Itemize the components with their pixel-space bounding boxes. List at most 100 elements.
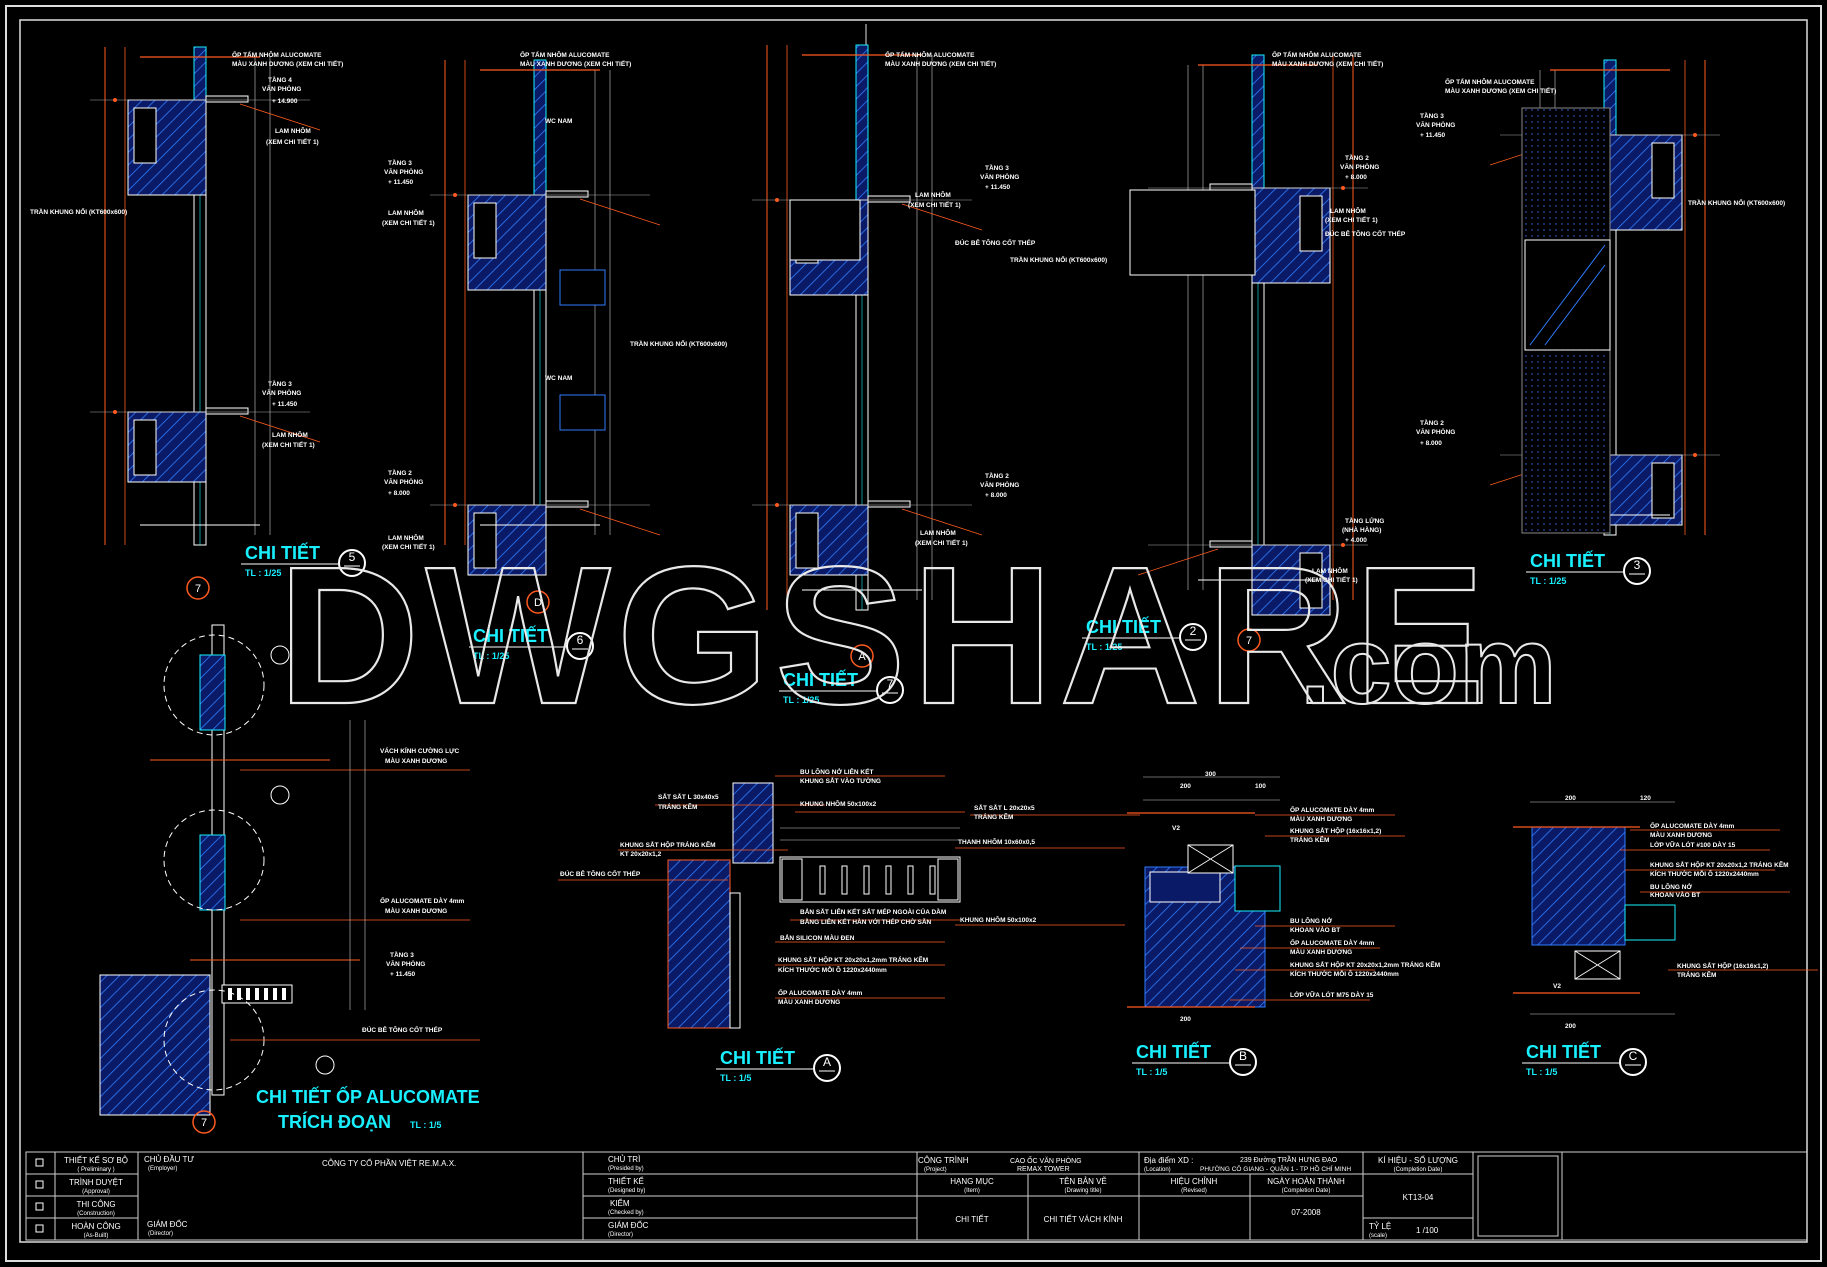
steel-frame: [729, 892, 741, 1029]
alucomate-cladding: [1251, 54, 1265, 189]
watermark-main: DWGSHARE: [278, 526, 1491, 745]
phase-sub: (As-Built): [84, 1233, 109, 1239]
detail-title: CHI TIẾT: [473, 625, 548, 646]
annotation-label: (XEM CHI TIẾT 1): [1325, 214, 1378, 224]
checkbox-preliminary[interactable]: [35, 1158, 44, 1167]
detail-scale: TL : 1/25: [1086, 642, 1122, 652]
leader-line: [1137, 548, 1219, 576]
annotation-label: MÀU XANH DƯƠNG (XEM CHI TIẾT): [520, 58, 631, 68]
scale-value: 1 /100: [1416, 1226, 1439, 1235]
item-label: HẠNG MỤC: [950, 1177, 994, 1186]
location-line2: PHƯỜNG CÔ GIANG - QUẬN 1 - TP HỒ CHÍ MIN…: [1200, 1163, 1351, 1173]
aluminium-louver: [205, 407, 249, 415]
grid-axis-label: A: [858, 651, 866, 663]
employer-director-label: GIÁM ĐỐC: [147, 1219, 188, 1229]
ceiling-frame: [789, 199, 861, 261]
leader-line: [239, 415, 321, 443]
checkbox-as-built[interactable]: [35, 1224, 44, 1233]
callout-marker: [270, 645, 290, 665]
louver-blade: [273, 988, 277, 1000]
employer-label: CHỦ ĐẦU TƯ: [144, 1154, 194, 1164]
annotation-label: TẦNG 2: [1345, 152, 1369, 162]
grid-axis-marker: 7: [186, 576, 210, 600]
employer-sub: (Employer): [148, 1166, 177, 1172]
annotation-label: KÍCH THƯỚC MỖI Ô 1220x2440mm: [778, 965, 887, 974]
annotation-label: TRẦN KHUNG NỔI (KT600x600): [630, 338, 727, 348]
annotation-label: TẦNG 2: [985, 470, 1009, 480]
item-value: CHI TIẾT: [955, 1214, 988, 1224]
grid-axis-marker: D: [526, 590, 550, 614]
annotation-label: (XEM CHI TIẾT 1): [382, 541, 435, 551]
annotation-label: 300: [1205, 771, 1216, 778]
annotation-label: MÀU XANH DƯƠNG: [1290, 947, 1352, 956]
drawing-title-sub: (Drawing title): [1064, 1188, 1101, 1194]
annotation-label: 200: [1180, 783, 1191, 790]
annotation-label: + 8.000: [1345, 174, 1367, 181]
detail-marker-label: A: [823, 1055, 831, 1069]
annotation-label: LAM NHÔM: [272, 430, 308, 439]
detail-scale: TL : 1/25: [783, 695, 819, 705]
annotation-label: TẦNG 3: [1420, 110, 1444, 120]
dimension-tick: [1693, 453, 1697, 457]
annotation-label: SẮT SẮT L 30x40x5: [658, 792, 719, 801]
leader-line: [579, 198, 661, 226]
leader-line: [239, 103, 321, 131]
role-sub: (Designed by): [608, 1188, 645, 1194]
aluminium-bar: [863, 865, 870, 895]
detail-marker-label: 3: [1634, 558, 1641, 572]
annotation-label: THANH NHÔM 10x60x0,5: [958, 837, 1035, 846]
detail-marker-label: B: [1239, 1049, 1247, 1063]
aluminium-bar: [929, 865, 936, 895]
grid-axis-marker: 7: [192, 1110, 216, 1134]
louver-blade: [282, 988, 286, 1000]
slab-recess: [795, 512, 819, 569]
annotation-label: + 4.000: [1345, 537, 1367, 544]
annotation-label: KT 20x20x1,2: [620, 851, 662, 858]
annotation-label: + 8.000: [1420, 440, 1442, 447]
phase-label: THIẾT KẾ SƠ BỘ: [64, 1155, 128, 1165]
annotation-label: ỐP ALUCOMATE DÀY 4mm: [1290, 804, 1374, 814]
grid-axis-marker: 7: [1237, 628, 1261, 652]
detail-marker-circle: [566, 632, 594, 660]
detail-5-section: [90, 46, 321, 546]
annotation-label: + 11.450: [1420, 132, 1446, 139]
annotation-label: TẦNG 2: [1420, 417, 1444, 427]
slab-recess: [1651, 142, 1675, 199]
completion-label: NGÀY HOÀN THÀNH: [1267, 1177, 1345, 1186]
annotation-label: + 11.450: [388, 179, 414, 186]
annotation-label: WC NAM: [545, 375, 572, 382]
wall: [732, 782, 774, 864]
dimension-tick: [1341, 186, 1345, 190]
leader-line: [901, 508, 983, 536]
drawing-title-label: TÊN BẢN VẼ: [1059, 1177, 1107, 1186]
checkbox-approval[interactable]: [35, 1180, 44, 1189]
detail-scale: TL : 1/5: [720, 1073, 751, 1083]
aluminium-louver: [1209, 183, 1253, 191]
annotation-label: VĂN PHÒNG: [384, 167, 423, 176]
detail-marker-circle: [1179, 623, 1207, 651]
annotation-label: VĂN PHÒNG: [384, 477, 423, 486]
phase-label: HOÀN CÔNG: [71, 1222, 120, 1231]
annotation-label: (XEM CHI TIẾT 1): [262, 439, 315, 449]
scale-label: TỶ LỆ: [1369, 1222, 1391, 1231]
annotation-label: (XEM CHI TIẾT 1): [266, 136, 319, 146]
annotation-label: + 8.000: [985, 492, 1007, 499]
annotation-label: TRẦN KHUNG NỔI (KT600x600): [30, 206, 127, 216]
phase-checkboxes: [35, 1158, 44, 1233]
alucomate-section: [99, 624, 480, 1116]
annotation-label: ĐÚC BÊ TÔNG CỐT THÉP: [955, 237, 1036, 247]
checkbox-construction[interactable]: [35, 1202, 44, 1211]
detail-a-section: [558, 775, 1140, 1029]
annotation-label: KHUNG SẮT HỘP (16x16x1,2): [1290, 826, 1381, 835]
annotation-label: ĐÚC BÊ TÔNG CỐT THÉP: [1325, 228, 1406, 238]
frame-end: [781, 858, 803, 901]
annotation-label: TRÁNG KẼM: [658, 802, 697, 811]
detail-title: CHI TIẾT: [1526, 1041, 1601, 1062]
annotation-label: V2: [1172, 825, 1180, 832]
annotation-label: VÁCH KÍNH CƯỜNG LỰC: [380, 746, 459, 755]
slab-recess: [133, 107, 157, 164]
annotation-label: TRÁNG KẼM: [1677, 970, 1716, 979]
